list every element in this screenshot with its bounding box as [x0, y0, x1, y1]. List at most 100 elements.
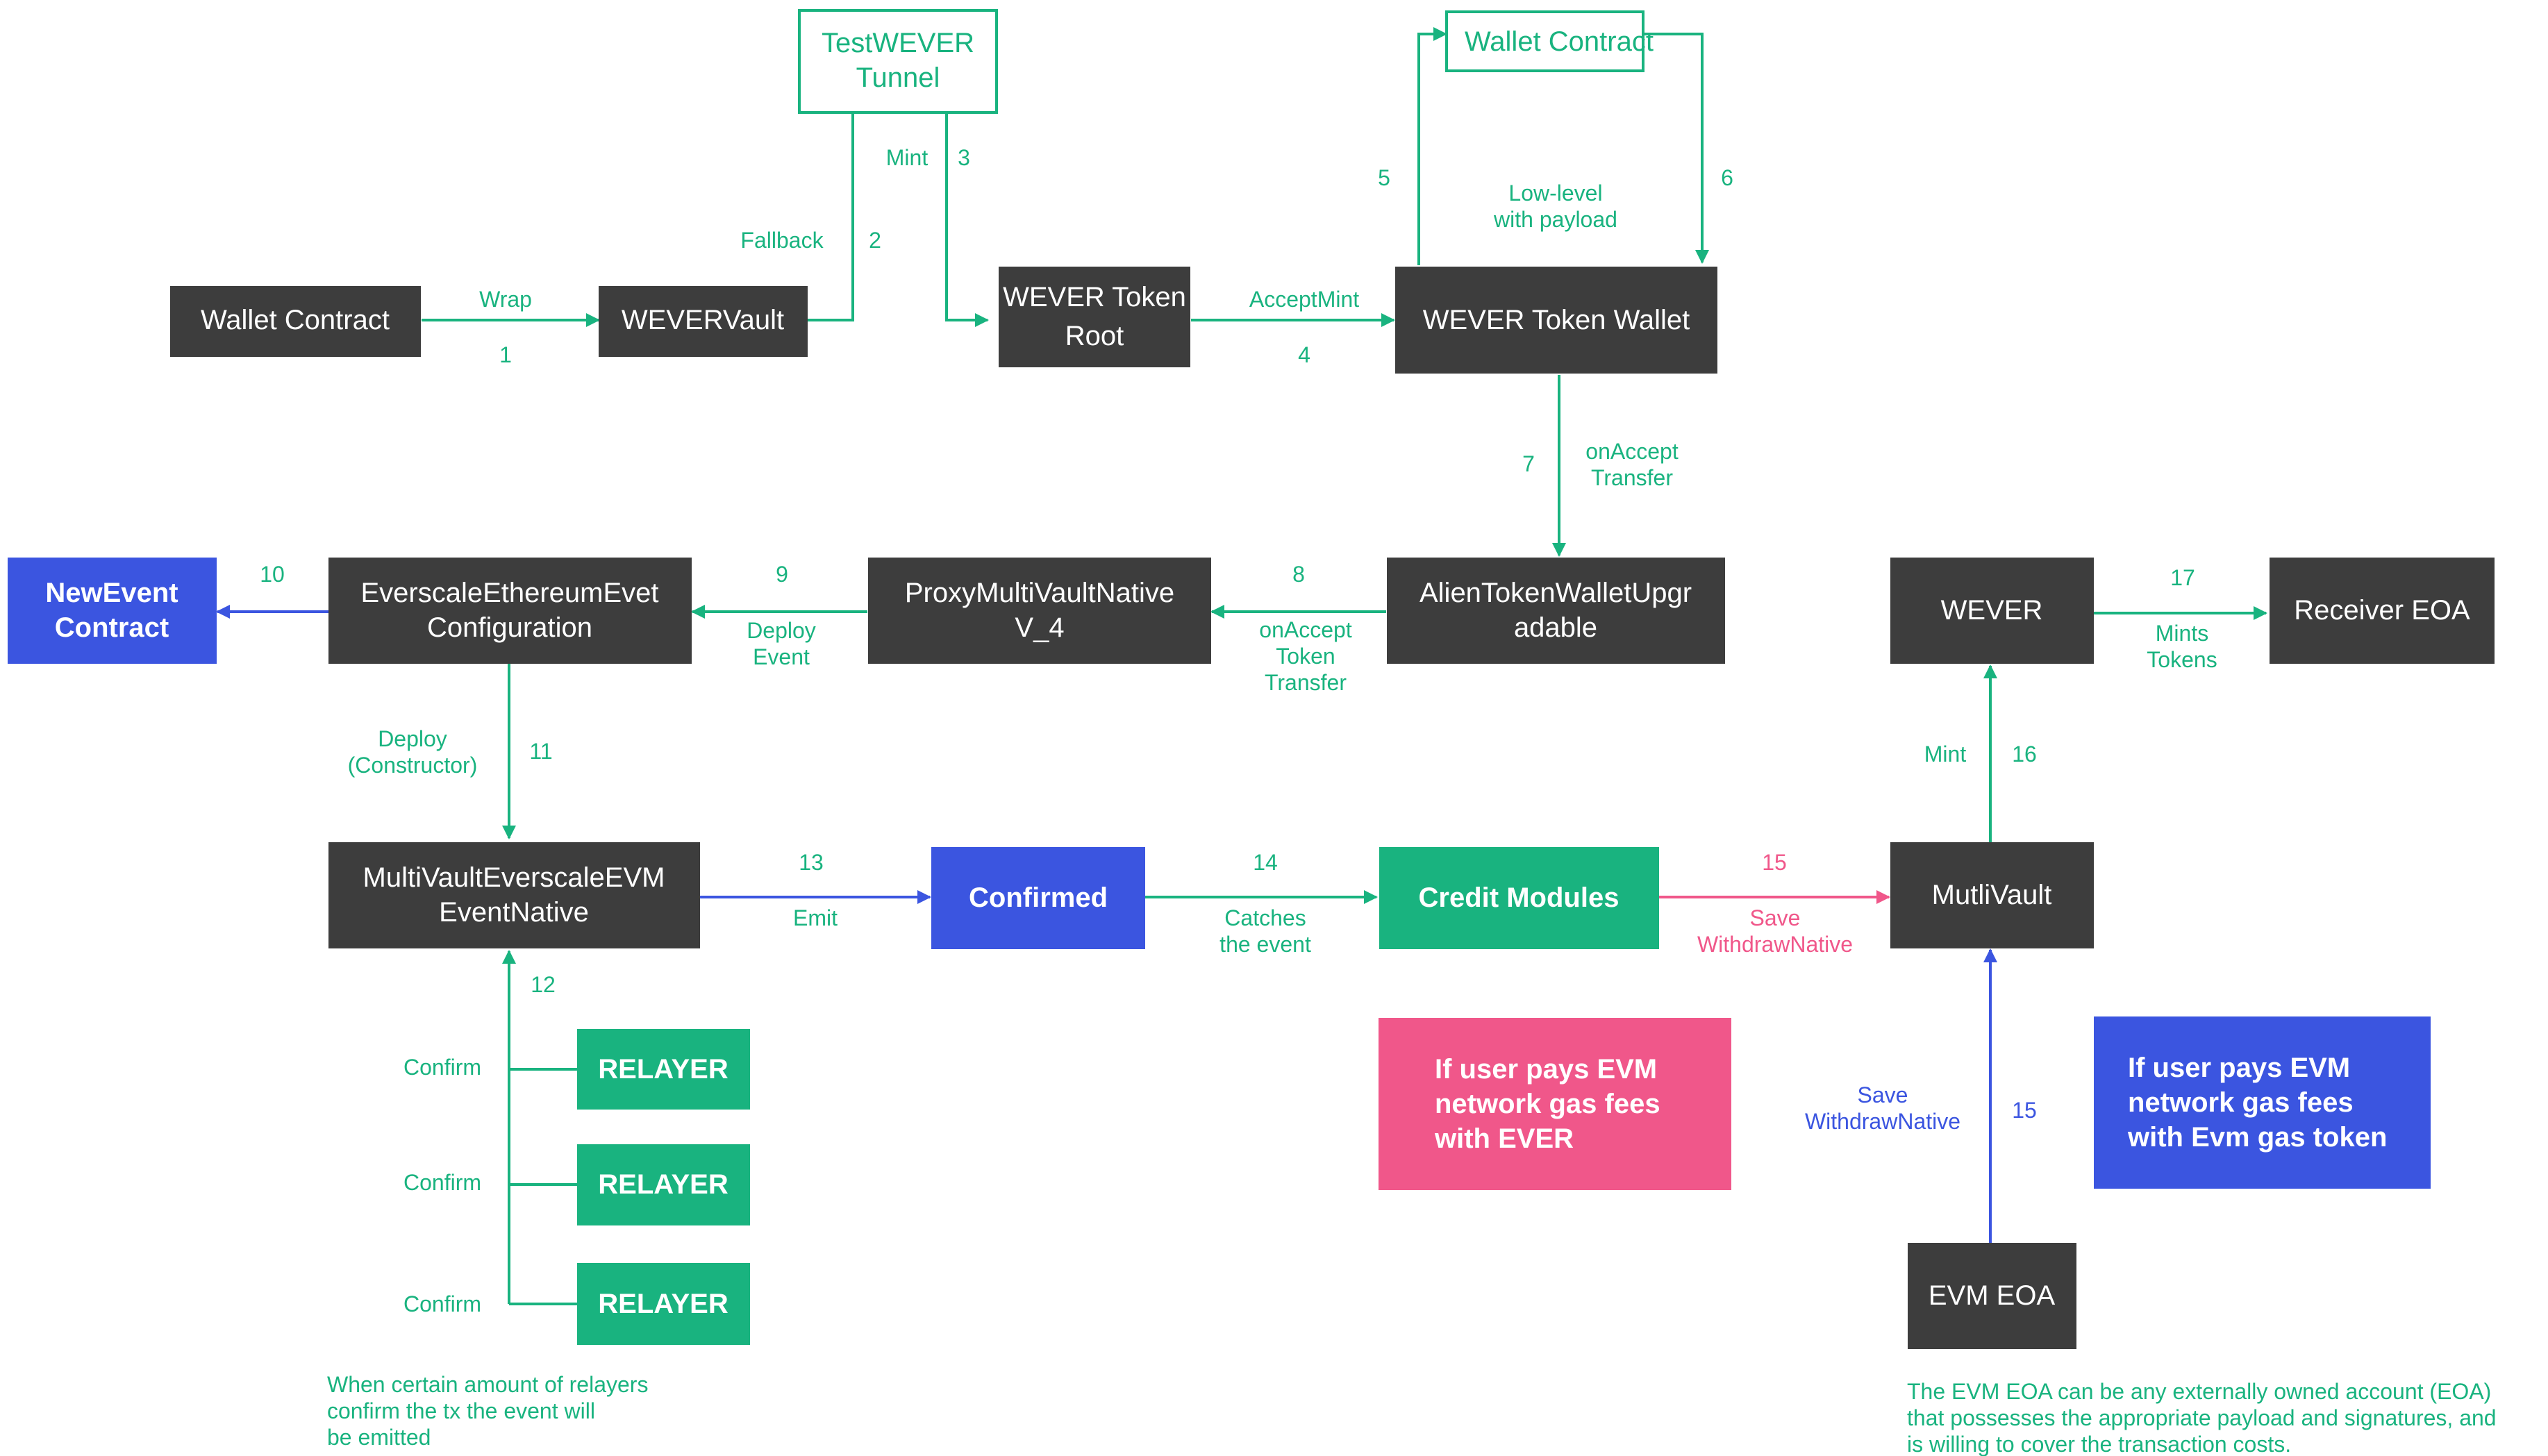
text-line: Emit: [793, 905, 838, 930]
node-wallet-contract-top[interactable]: Wallet Contract: [1445, 10, 1654, 72]
svg-text:Confirmed: Confirmed: [969, 882, 1108, 913]
node-relayer-2[interactable]: RELAYER: [577, 1144, 750, 1225]
label-step-11: 11: [529, 739, 552, 764]
label-step-12: 12: [531, 972, 556, 997]
edge-labels: Wrap 1 Fallback 2 Mint 3 AcceptMint 4 5 …: [260, 145, 2217, 1316]
svg-text:EVM EOA: EVM EOA: [1929, 1280, 2056, 1311]
text-line: WEVER Token: [1003, 282, 1186, 312]
edge-mint-root: [945, 112, 989, 327]
text-line: 2: [869, 228, 881, 253]
text-line: Deploy: [378, 726, 447, 751]
text-line: Credit Modules: [1419, 882, 1619, 913]
node-wever[interactable]: WEVER: [1890, 558, 2094, 664]
label-confirm-3: Confirm: [403, 1291, 481, 1316]
text-line: RELAYER: [598, 1054, 728, 1085]
svg-text:Receiver EOA: Receiver EOA: [2294, 595, 2470, 626]
text-line: EventNative: [439, 897, 589, 928]
text-line: If user pays EVM: [2128, 1053, 2350, 1083]
node-alien-token-wallet[interactable]: AlienTokenWalletUpgr adable: [1387, 558, 1725, 664]
text-line: 6: [1721, 165, 1733, 190]
text-line: If user pays EVM: [1435, 1054, 1657, 1085]
svg-text:WEVER: WEVER: [1941, 595, 2043, 626]
label-step-8: 8: [1292, 562, 1305, 587]
label-deploy-constructor: Deploy(Constructor): [348, 726, 478, 778]
text-line: Confirm: [403, 1291, 481, 1316]
text-line: 17: [2170, 565, 2195, 590]
text-line: 16: [2012, 742, 2037, 767]
text-line: adable: [1514, 612, 1597, 643]
text-line: with EVER: [1434, 1123, 1574, 1154]
node-receiver-eoa[interactable]: Receiver EOA: [2270, 558, 2495, 664]
node-multivault[interactable]: MutliVault: [1890, 842, 2094, 948]
text-line: onAccept: [1585, 439, 1679, 464]
node-wever-token-wallet[interactable]: WEVER Token Wallet: [1395, 267, 1717, 374]
text-line: WEVERVault: [622, 305, 784, 335]
text-line: AlienTokenWalletUpgr: [1419, 578, 1692, 608]
text-line: 12: [531, 972, 556, 997]
node-relayer-1[interactable]: RELAYER: [577, 1029, 750, 1110]
label-step-4: 4: [1298, 342, 1310, 367]
text-line: 14: [1253, 850, 1278, 875]
text-line: is willing to cover the transaction cost…: [1907, 1432, 2291, 1456]
node-test-wever-tunnel[interactable]: TestWEVER Tunnel: [798, 9, 998, 114]
text-line: Fallback: [740, 228, 824, 253]
text-line: that possesses the appropriate payload a…: [1907, 1405, 2497, 1430]
node-credit-modules[interactable]: Credit Modules: [1379, 847, 1659, 949]
svg-text:Credit Modules: Credit Modules: [1419, 882, 1619, 913]
text-line: The EVM EOA can be any externally owned …: [1907, 1379, 2491, 1404]
text-line: TestWEVER: [822, 28, 974, 58]
label-confirm-1: Confirm: [403, 1055, 481, 1080]
footnote-evm-eoa: The EVM EOA can be any externally owned …: [1907, 1379, 2497, 1456]
text-line: (Constructor): [348, 753, 478, 778]
text-line: Root: [1065, 321, 1124, 351]
svg-text:RELAYER: RELAYER: [598, 1169, 728, 1200]
label-step-10: 10: [260, 562, 285, 587]
label-fallback: Fallback: [740, 228, 824, 253]
text-line: Confirmed: [969, 882, 1108, 913]
text-line: 9: [776, 562, 788, 587]
edge-fallback: [808, 112, 854, 321]
text-line: Tunnel: [856, 62, 940, 93]
node-wallet-contract-left[interactable]: Wallet Contract: [170, 286, 421, 357]
text-line: NewEvent: [45, 578, 178, 608]
text-line: 15: [1762, 850, 1787, 875]
label-mint-right: Mint: [1924, 742, 1967, 767]
text-line: Mint: [1924, 742, 1967, 767]
text-line: network gas fees: [1435, 1089, 1660, 1119]
text-line: 13: [799, 850, 824, 875]
label-step-15-blue: 15: [2012, 1098, 2037, 1123]
text-line: 7: [1522, 451, 1535, 476]
text-line: Configuration: [427, 612, 592, 643]
text-line: Save: [1858, 1082, 1908, 1107]
text-line: WEVER Token Wallet: [1423, 305, 1690, 335]
node-evm-eoa[interactable]: EVM EOA: [1908, 1243, 2076, 1349]
node-confirmed[interactable]: Confirmed: [931, 847, 1145, 949]
text-line: RELAYER: [598, 1169, 728, 1200]
text-line: onAccept: [1259, 617, 1352, 642]
text-line: 11: [529, 739, 552, 764]
node-relayer-3[interactable]: RELAYER: [577, 1263, 750, 1345]
svg-text:Wallet Contract: Wallet Contract: [1465, 26, 1654, 57]
text-line: 8: [1292, 562, 1305, 587]
text-line: When certain amount of relayers: [327, 1372, 648, 1397]
text-line: network gas fees: [2128, 1087, 2354, 1118]
label-step-14: 14: [1253, 850, 1278, 875]
text-line: WithdrawNative: [1805, 1109, 1960, 1134]
node-wevervault[interactable]: WEVERVault: [599, 286, 808, 357]
text-line: Confirm: [403, 1055, 481, 1080]
